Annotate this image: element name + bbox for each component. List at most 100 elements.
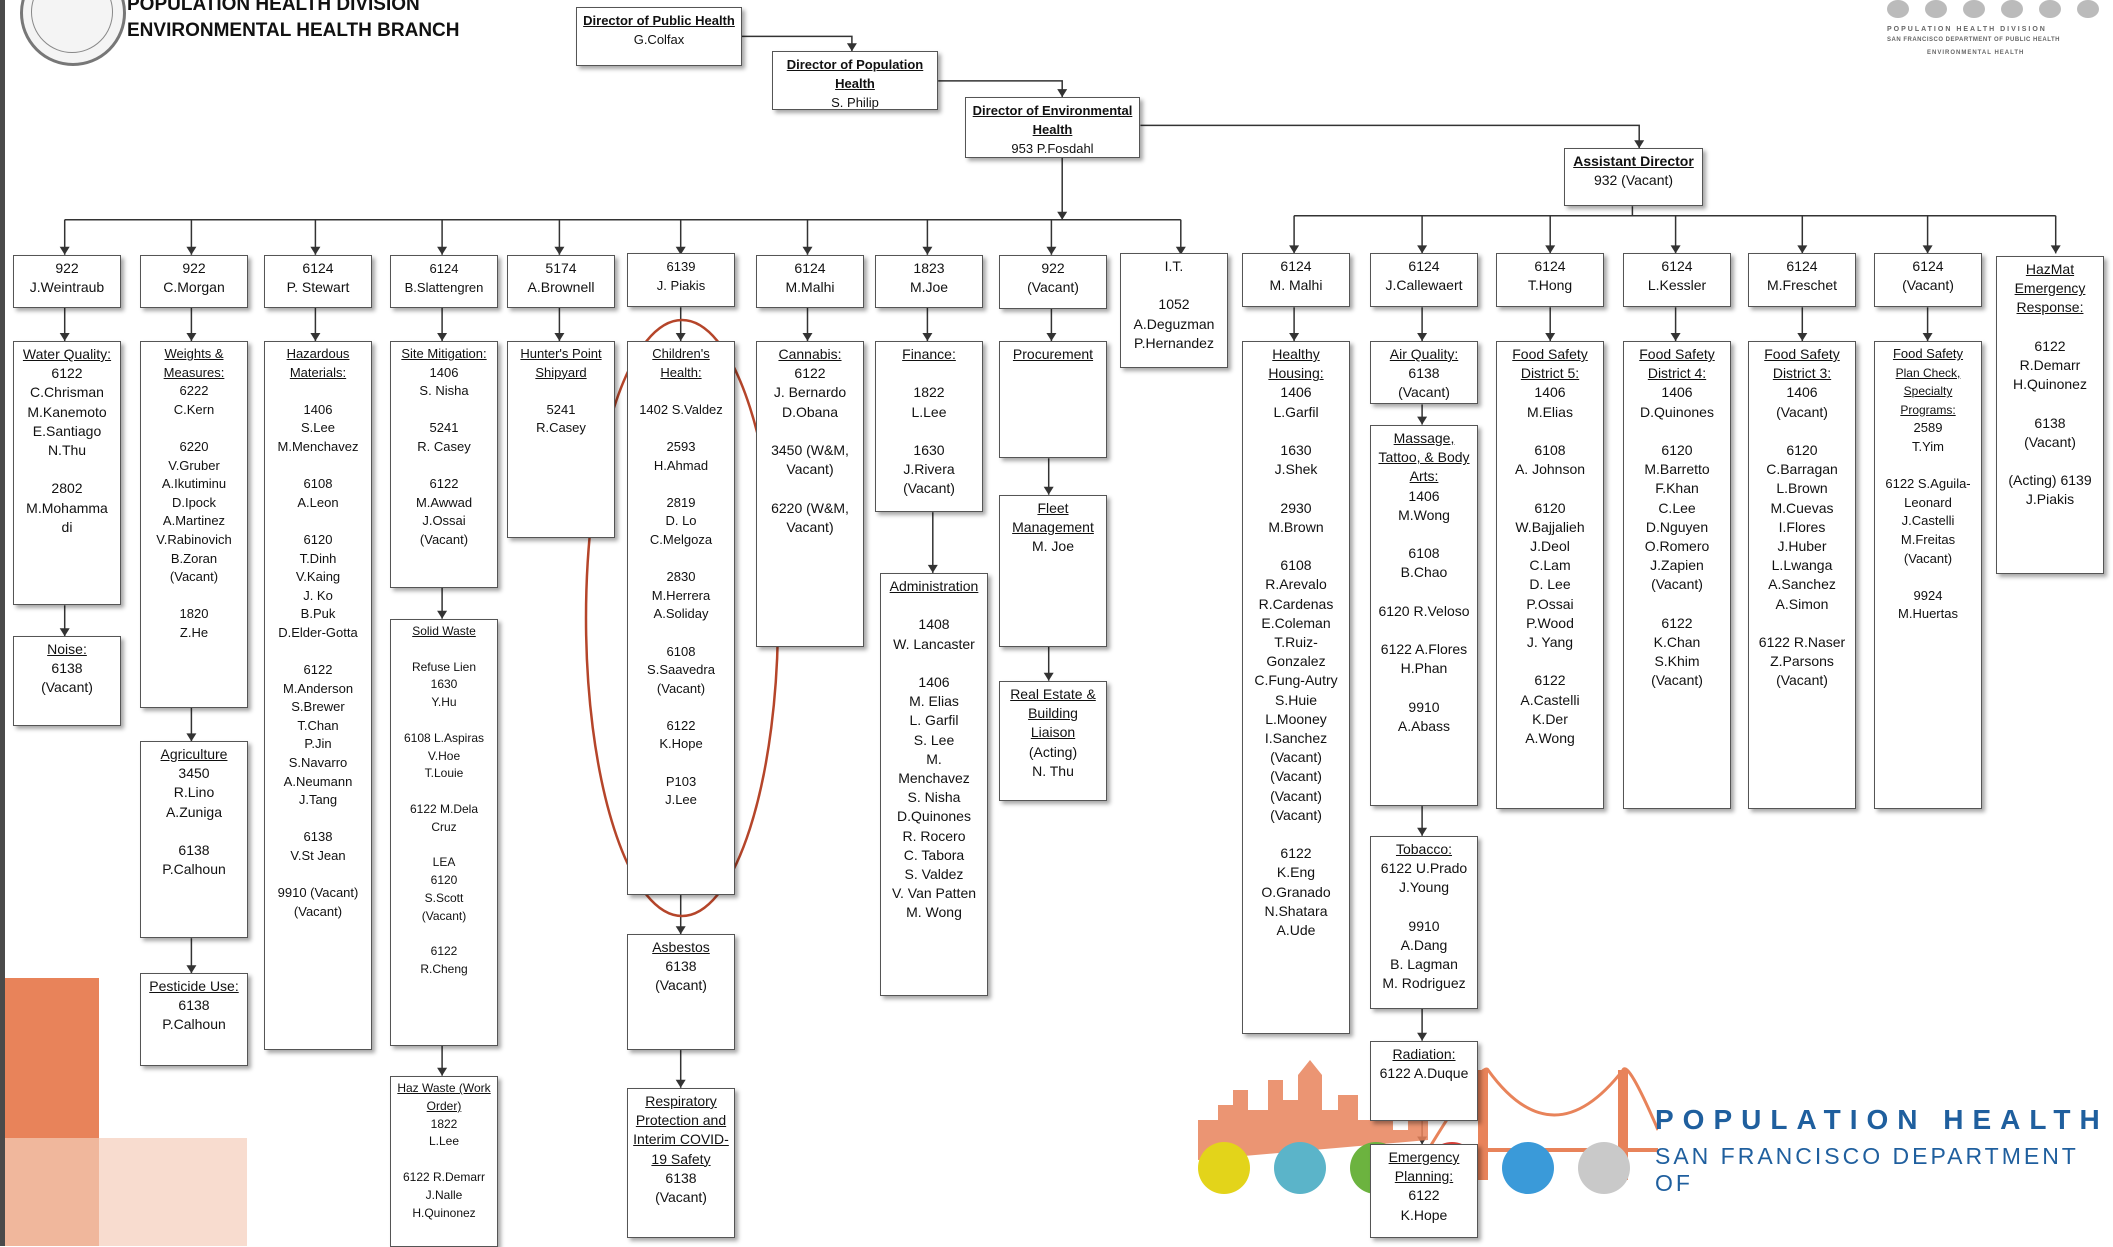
node-weights-title: Weights & Measures: bbox=[163, 346, 225, 380]
decor-square-3 bbox=[99, 1138, 247, 1246]
left-border-bar bbox=[0, 0, 5, 1246]
node-emergency-body: 6122 K.Hope bbox=[1400, 1187, 1448, 1223]
node-air-body: 6138 (Vacant) bbox=[1398, 365, 1450, 401]
node-fleet-body: M. Joe bbox=[1031, 538, 1074, 555]
node-m16: 6124 (Vacant) bbox=[1874, 253, 1982, 307]
node-asbestos-title: Asbestos bbox=[652, 939, 710, 955]
node-m5-body: 5174 A.Brownell bbox=[527, 260, 595, 296]
arrowhead bbox=[1417, 333, 1428, 341]
arrowhead bbox=[1043, 486, 1054, 495]
node-resp-title: Respiratory Protection and Interim COVID… bbox=[633, 1093, 729, 1167]
node-hazwaste-body: 1822 L.Lee 6122 R.Demarr J.Nalle H.Quino… bbox=[402, 1116, 486, 1220]
arrowhead bbox=[59, 246, 70, 255]
node-radiation: Radiation:6122 A.Duque bbox=[1370, 1041, 1478, 1121]
arrowhead bbox=[437, 1067, 448, 1076]
node-fs3: Food Safety District 3:1406 (Vacant) 612… bbox=[1748, 341, 1856, 809]
node-asst-body: 932 (Vacant) bbox=[1593, 172, 1674, 189]
node-realestate-title: Real Estate & Building Liaison bbox=[1010, 686, 1096, 741]
node-hazmat-body: 6122 R.Demarr H.Quinonez 6138 (Vacant) (… bbox=[2008, 337, 2092, 508]
arrowhead bbox=[1797, 333, 1808, 341]
node-water-body: 6122 C.Chrisman M.Kanemoto E.Santiago N.… bbox=[26, 365, 108, 535]
node-dpop-body: S. Philip bbox=[831, 95, 879, 110]
node-massage: Massage, Tattoo, & Body Arts:1406 M.Wong… bbox=[1370, 425, 1478, 806]
node-m11: 6124 M. Malhi bbox=[1242, 253, 1350, 307]
node-housing: Healthy Housing:1406 L.Garfil 1630 J.She… bbox=[1242, 341, 1350, 1034]
node-air-title: Air Quality: bbox=[1389, 346, 1459, 362]
house-icon bbox=[1198, 1142, 1250, 1194]
arrowhead bbox=[1670, 333, 1681, 341]
arrowhead bbox=[59, 628, 70, 637]
node-weights: Weights & Measures:6222 C.Kern 6220 V.Gr… bbox=[140, 341, 248, 708]
arrowhead bbox=[186, 333, 197, 341]
arrowhead bbox=[554, 246, 565, 255]
node-housing-title: Healthy Housing: bbox=[1268, 346, 1324, 382]
node-m7-body: 6124 M.Malhi bbox=[785, 260, 835, 296]
arrowhead bbox=[186, 965, 197, 974]
node-finance-body: 1822 L.Lee 1630 J.Rivera (Vacant) bbox=[903, 384, 955, 497]
node-m6: 6139 J. Piakis bbox=[627, 253, 735, 307]
node-fleet-title: Fleet Management bbox=[1012, 500, 1094, 536]
node-m1: 922 J.Weintraub bbox=[13, 255, 121, 308]
node-hazmat-title: HazMat Emergency Response: bbox=[2014, 261, 2086, 316]
node-fs5-title: Food Safety District 5: bbox=[1512, 346, 1588, 382]
node-noise: Noise:6138 (Vacant) bbox=[13, 636, 121, 726]
node-site-body: 1406 S. Nisha 5241 R. Casey 6122 M.Awwad… bbox=[415, 364, 473, 547]
footer-logo-line1: POPULATION HEALTH bbox=[1655, 1104, 2109, 1135]
node-m13-body: 6124 T.Hong bbox=[1527, 258, 1573, 294]
node-noise-body: 6138 (Vacant) bbox=[41, 660, 93, 696]
node-fs4-title: Food Safety District 4: bbox=[1639, 346, 1715, 382]
node-m12: 6124 J.Callewaert bbox=[1370, 253, 1478, 307]
node-radiation-body: 6122 A.Duque bbox=[1379, 1065, 1469, 1082]
node-dpop: Director of Population Health S. Philip bbox=[772, 51, 938, 110]
node-deh-body: 953 P.Fosdahl bbox=[1011, 141, 1094, 157]
arrowhead bbox=[1046, 333, 1057, 341]
node-m8-body: 1823 M.Joe bbox=[909, 260, 949, 296]
connector bbox=[938, 80, 1063, 98]
arrowhead bbox=[1634, 140, 1645, 149]
node-m8: 1823 M.Joe bbox=[875, 255, 983, 308]
arrowhead bbox=[437, 333, 448, 341]
mother-child-icon bbox=[1502, 1142, 1554, 1194]
node-m6-body: 6139 J. Piakis bbox=[656, 259, 706, 294]
node-m15-body: 6124 M.Freschet bbox=[1766, 258, 1837, 294]
arrowhead bbox=[186, 246, 197, 255]
arrowhead bbox=[802, 333, 813, 341]
arrowhead bbox=[922, 333, 933, 341]
arrowhead bbox=[1175, 246, 1186, 255]
node-solid: Solid Waste Refuse Lien 1630 Y.Hu 6108 L… bbox=[390, 619, 498, 1046]
node-agri-body: 3450 R.Lino A.Zuniga 6138 P.Calhoun bbox=[162, 765, 226, 878]
node-hazmatl: Hazardous Materials: 1406 S.Lee M.Mencha… bbox=[264, 341, 372, 1050]
node-tobacco: Tobacco:6122 U.Prado J.Young 9910 A.Dang… bbox=[1370, 836, 1478, 1009]
arrowhead bbox=[675, 333, 686, 341]
node-procure-title: Procurement bbox=[1012, 346, 1094, 362]
node-procure: Procurement bbox=[999, 341, 1107, 458]
node-m2-body: 922 C.Morgan bbox=[163, 260, 225, 296]
node-fs5-body: 1406 M.Elias 6108 A. Johnson 6120 W.Bajj… bbox=[1514, 384, 1586, 747]
arrowhead bbox=[1057, 89, 1068, 98]
node-resp-body: 6138 (Vacant) bbox=[655, 1169, 707, 1206]
header-line1: POPULATION HEALTH DIVISION bbox=[127, 0, 420, 15]
arrowhead bbox=[1417, 827, 1428, 836]
decor-square-1 bbox=[5, 978, 99, 1138]
node-fsplan-subtitle: Plan Check, Specialty Programs: bbox=[1895, 365, 1961, 417]
arrowhead bbox=[437, 246, 448, 255]
top-right-logo-line1: POPULATION HEALTH DIVISION bbox=[1887, 26, 2047, 33]
node-m2: 922 C.Morgan bbox=[140, 255, 248, 308]
runner-icon bbox=[1274, 1142, 1326, 1194]
node-m9: 922 (Vacant) bbox=[999, 255, 1107, 309]
node-m3-body: 6124 P. Stewart bbox=[286, 260, 350, 296]
header-line2: ENVIRONMENTAL HEALTH BRANCH bbox=[127, 20, 460, 41]
decor-square-2 bbox=[5, 1138, 99, 1246]
arrowhead bbox=[675, 926, 686, 935]
node-dph-body: G.Colfax bbox=[633, 32, 685, 48]
connector bbox=[1140, 124, 1640, 149]
node-cannabis-body: 6122 J. Bernardo D.Obana 3450 (W&M, Vaca… bbox=[771, 365, 849, 535]
arrowhead bbox=[310, 246, 321, 255]
node-dpop-title: Director of Population Health bbox=[786, 57, 924, 92]
node-realestate-body: (Acting) N. Thu bbox=[1028, 743, 1078, 779]
arrowhead bbox=[186, 733, 197, 742]
